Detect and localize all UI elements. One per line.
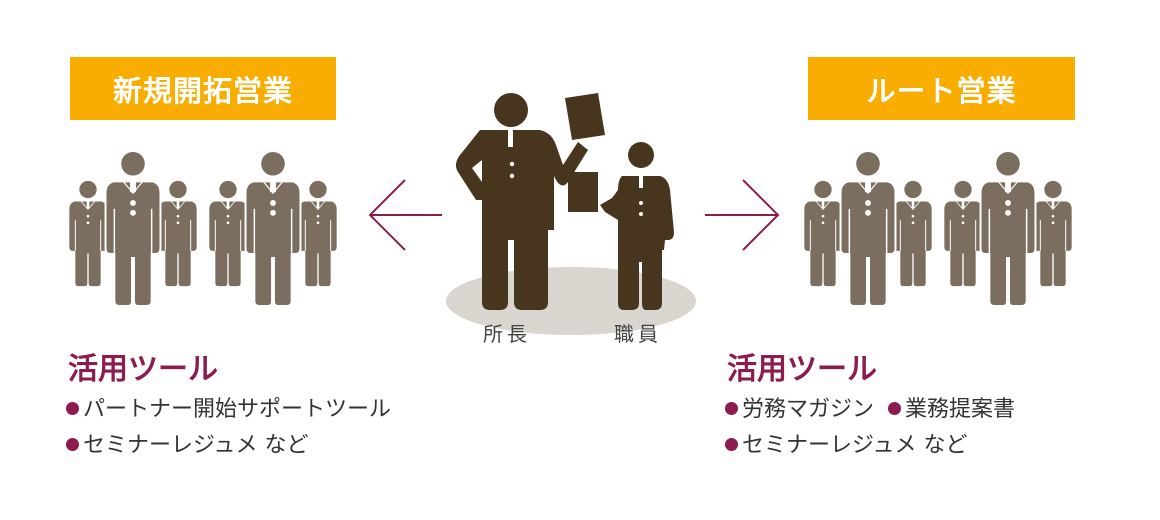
bullet-icon bbox=[66, 438, 79, 451]
route-sales-label: ルート営業 bbox=[808, 57, 1075, 120]
tool-item: セミナーレジュメ など bbox=[725, 428, 1015, 464]
person-icon bbox=[943, 180, 983, 287]
bullet-icon bbox=[725, 438, 738, 451]
person-icon bbox=[893, 180, 933, 287]
staff-figure-icon bbox=[568, 142, 674, 310]
person-icon bbox=[1033, 180, 1073, 287]
left-tools-list: パートナー開始サポートツール セミナーレジュメ など bbox=[66, 392, 391, 464]
left-tools-title: 活用ツール bbox=[68, 352, 218, 387]
new-sales-crowd bbox=[68, 150, 338, 307]
bullet-icon bbox=[725, 402, 738, 415]
bullet-icon bbox=[66, 402, 79, 415]
person-icon bbox=[298, 180, 338, 287]
person-icon bbox=[208, 180, 248, 287]
person-icon bbox=[979, 150, 1037, 307]
route-sales-crowd bbox=[803, 150, 1073, 307]
person-icon bbox=[803, 180, 843, 287]
left-arrow-icon bbox=[368, 179, 442, 251]
staff-label: 職員 bbox=[614, 322, 662, 346]
new-sales-label: 新規開拓営業 bbox=[70, 57, 336, 120]
tool-item: セミナーレジュメ など bbox=[66, 428, 391, 464]
right-tools-list: 労務マガジン業務提案書 セミナーレジュメ など bbox=[725, 392, 1015, 464]
tool-item: パートナー開始サポートツール bbox=[66, 392, 391, 428]
person-icon bbox=[68, 180, 108, 287]
person-icon bbox=[244, 150, 302, 307]
person-icon bbox=[839, 150, 897, 307]
tool-item: 労務マガジン業務提案書 bbox=[725, 392, 1015, 428]
right-arrow-icon bbox=[705, 179, 780, 251]
boss-label: 所長 bbox=[483, 322, 531, 346]
person-icon bbox=[158, 180, 198, 287]
right-tools-title: 活用ツール bbox=[727, 352, 877, 387]
person-icon bbox=[104, 150, 162, 307]
bullet-icon bbox=[888, 402, 902, 415]
boss-figure-icon bbox=[455, 93, 605, 310]
